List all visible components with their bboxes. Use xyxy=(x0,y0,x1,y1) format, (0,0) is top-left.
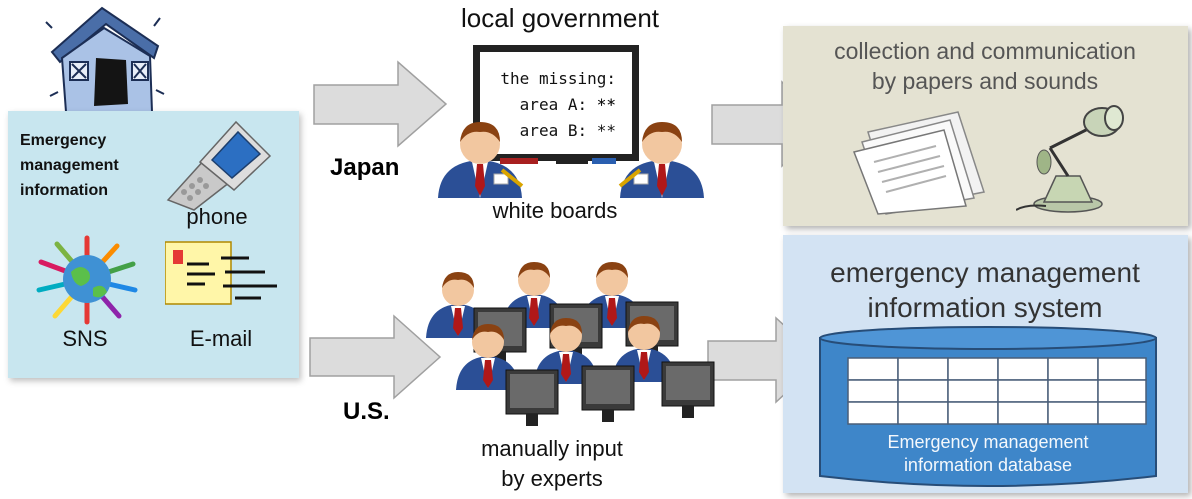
japan-label: Japan xyxy=(330,154,400,181)
local-government-title: local government xyxy=(461,3,659,33)
experts-label-line2: by experts xyxy=(501,466,603,491)
board-line-area-b: area B: ** xyxy=(519,121,616,140)
phone-label: phone xyxy=(186,204,248,229)
experts-group-icon xyxy=(426,262,715,427)
presenter-right-icon xyxy=(618,122,704,198)
email-label: E-mail xyxy=(189,326,253,351)
sources-box-title: Emergency management information xyxy=(20,132,119,199)
email-envelope-icon xyxy=(165,241,277,305)
experts-label-line1: manually input xyxy=(481,436,623,461)
board-line-missing: the missing: ** xyxy=(500,69,616,114)
database-label-line1: Emergency management xyxy=(887,432,1089,452)
presenter-left-icon xyxy=(438,122,524,198)
sns-label: SNS xyxy=(62,326,108,351)
us-label: U.S. xyxy=(343,398,390,425)
microphone-icon xyxy=(1016,105,1124,213)
mobile-phone-icon xyxy=(166,120,272,211)
arrow-sources-to-government xyxy=(313,60,448,148)
white-boards-label: white boards xyxy=(492,198,618,223)
database-table-grid xyxy=(847,357,1147,425)
whiteboard xyxy=(473,45,639,161)
papers-sounds-line1: collection and communication xyxy=(834,38,1136,64)
whiteboard-markers xyxy=(500,158,616,164)
papers-stack-icon xyxy=(852,111,985,215)
system-title-line1: emergency management xyxy=(830,257,1140,288)
damaged-house-icon xyxy=(45,6,165,113)
system-title-line2: information system xyxy=(867,292,1103,323)
papers-sounds-line2: by papers and sounds xyxy=(871,68,1099,94)
board-line-area-a: area A: ** xyxy=(519,95,616,114)
sns-globe-icon xyxy=(36,235,138,325)
database-label-line2: information database xyxy=(903,455,1073,475)
database-cylinder-icon xyxy=(819,326,1157,487)
arrow-sources-to-experts xyxy=(309,314,442,400)
